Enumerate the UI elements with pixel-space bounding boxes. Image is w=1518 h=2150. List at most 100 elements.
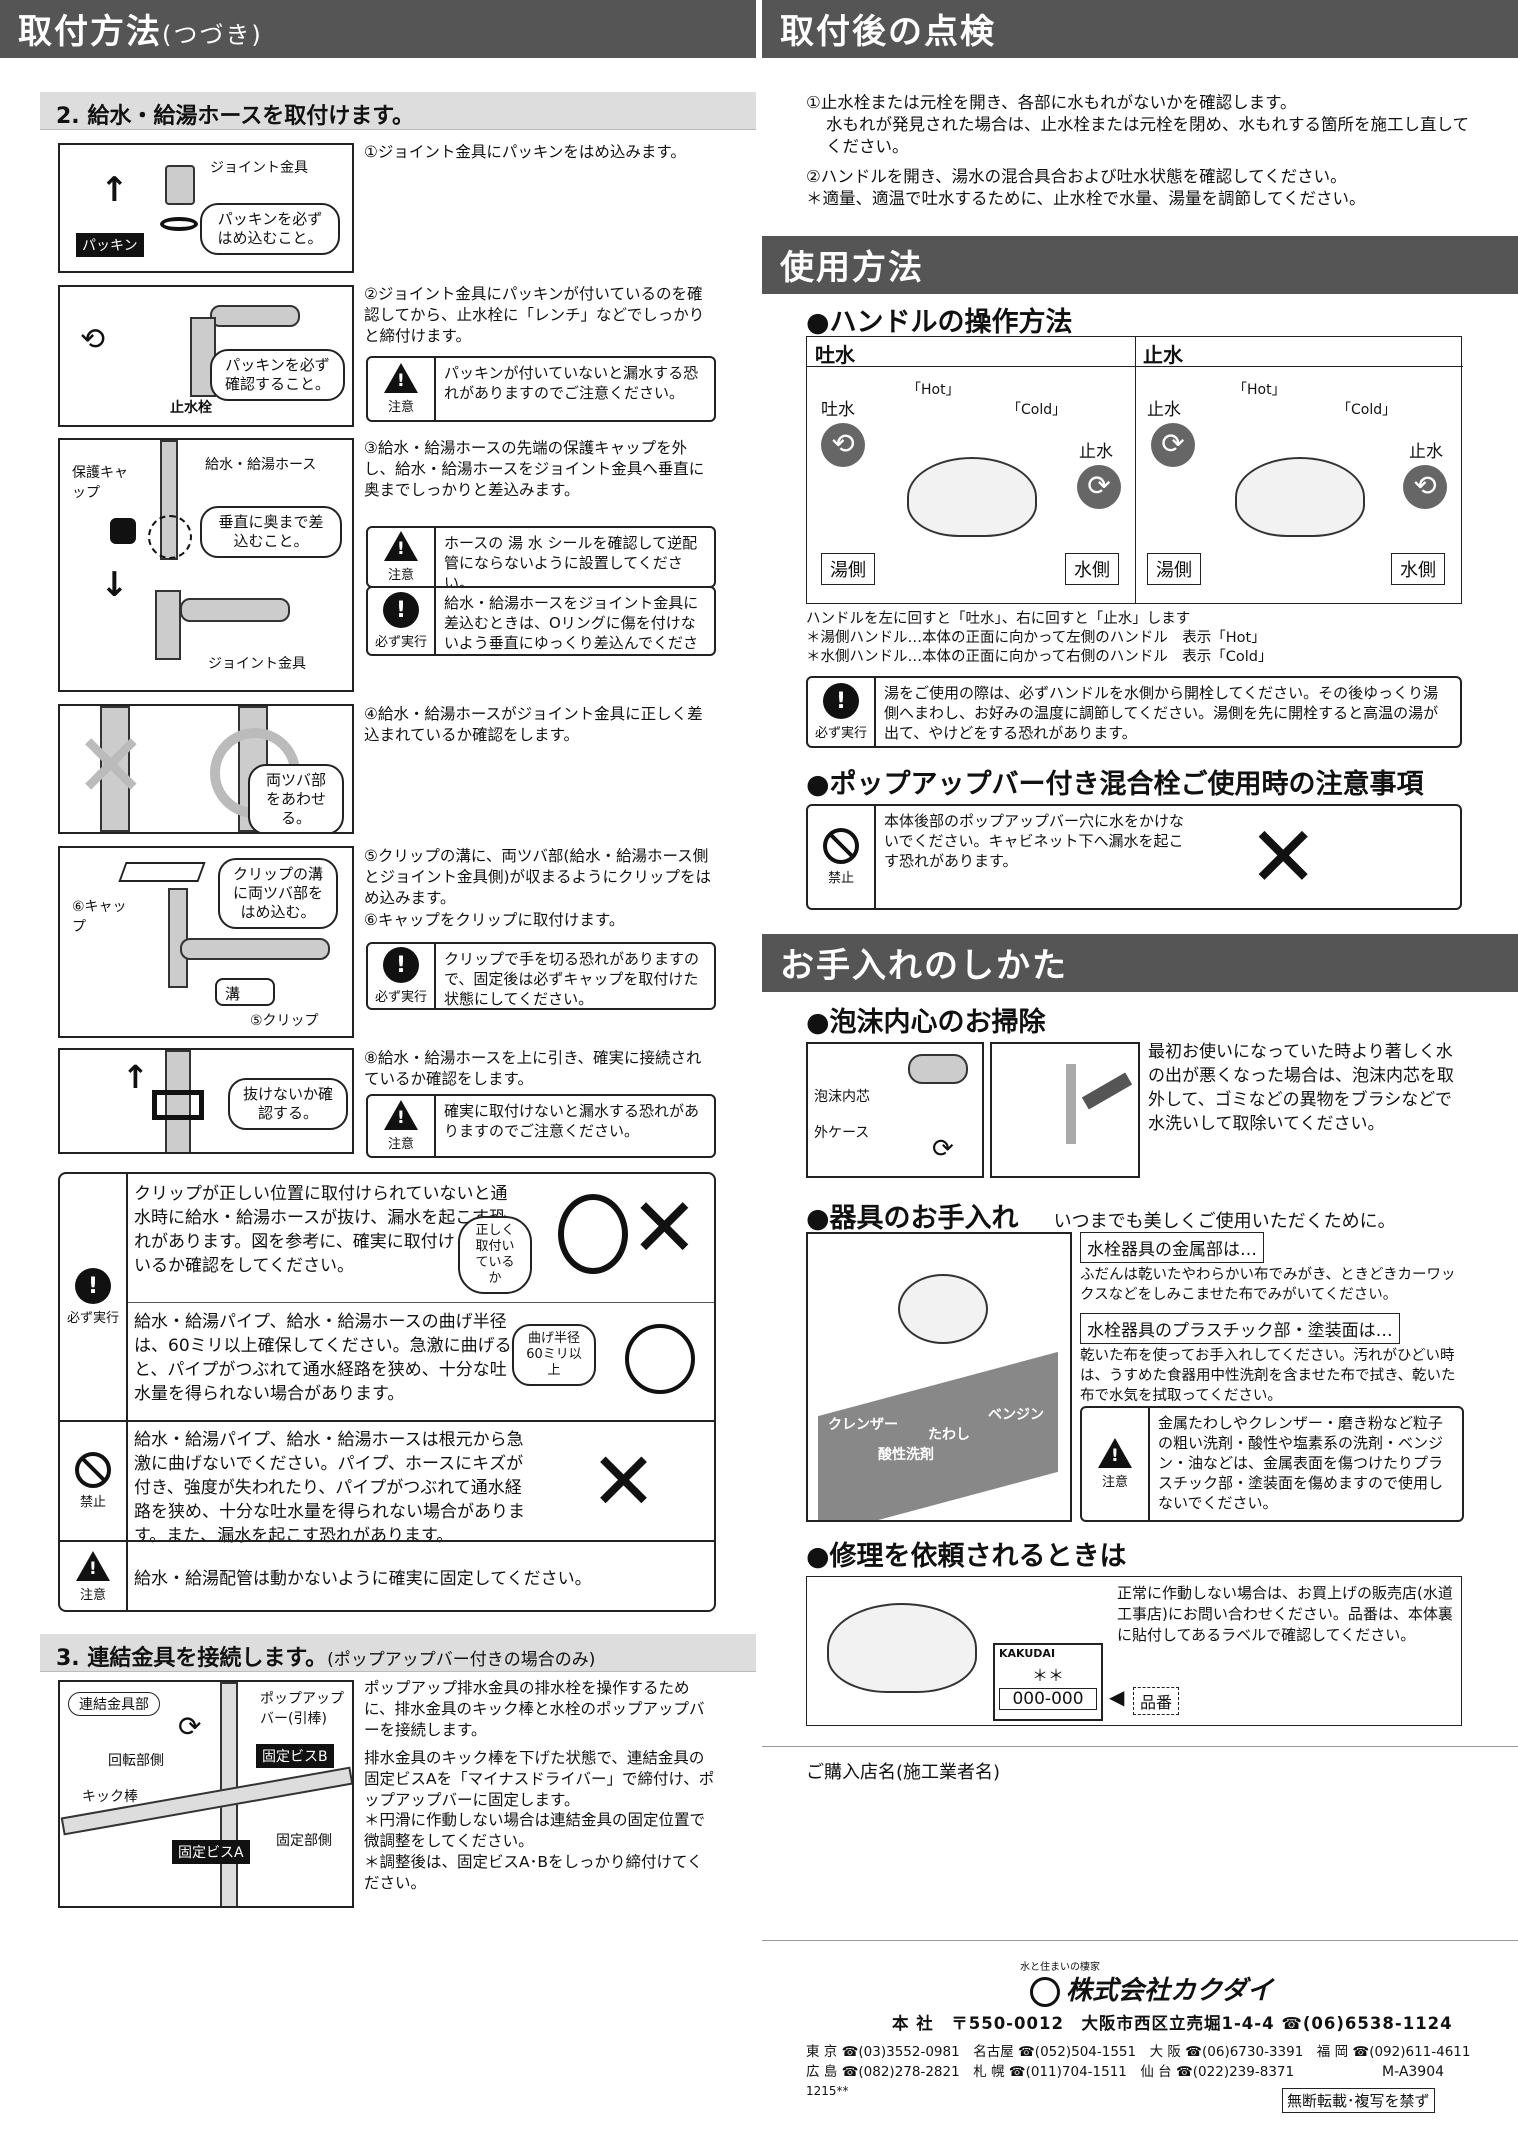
plastic-text: 乾いた布を使ってお手入れしてください。汚れがひどい時は、うすめた食器用中性洗剤を… [1080,1348,1456,1404]
label-cold: 「Cold」 [1337,402,1397,418]
note-step3b: !必ず実行 給水・給湯ホースをジョイント金具に差込むときは、Oリングに傷を付けな… [366,586,716,656]
bubble-radius: 曲げ半径60ミリ以上 [512,1324,596,1386]
branches: 東 京 ☎(03)3552-0981 名古屋 ☎(052)504-1551 大 … [806,2042,1471,2082]
label-fix: 固定部側 [276,1833,332,1849]
branches-2: 広 島 ☎(082)278-2821 札 幌 ☎(011)704-1511 仙 … [806,2064,1295,2080]
rotate-left-icon: ⟲ [1403,465,1447,509]
section3-title: 3. 連結金具を接続します。(ポップアップバー付きの場合のみ) [40,1634,756,1672]
tag-packing: パッキン [76,233,144,257]
label-part: 連結金具部 [68,1692,160,1716]
warn-text-3: 給水・給湯パイプ、給水・給湯ホースは根元から急激に曲げないでください。パイプ、ホ… [134,1430,525,1546]
fixture-title-row: ●器具のお手入れ いつまでも美しくご使用いただくために。 [806,1196,1486,1235]
check-text-3: ＊適量、適温で吐水するために、止水栓で水量、湯量を調節してください。 [806,189,1366,208]
note-text: 本体後部のポップアップバー穴に水をかけないでください。キャビネット下へ漏水を起こ… [884,812,1185,870]
bubble-flange: 両ツバ部をあわせる。 [248,764,344,832]
popup-title: ●ポップアップバー付き混合栓ご使用時の注意事項 [806,769,1424,800]
fig-step4: ✕ 両ツバ部をあわせる。 [58,704,354,834]
check-text-1: ①止水栓または元栓を開き、各部に水もれがないかを確認します。 [806,93,1297,112]
handle-title: ●ハンドルの操作方法 [806,307,1073,338]
handle-notes: ハンドルを左に回すと「吐水」、右に回すと「止水」します ＊湯側ハンドル…本体の正… [806,610,1486,667]
faucet-body [827,1603,977,1693]
handle-note-3: ＊水側ハンドル…本体の正面に向かって右側のハンドル 表示「Cold」 [806,649,1273,665]
s3-text-1: ポップアップ排水金具の排水栓を操作するために、排水金具のキック棒と水栓のポップア… [364,1679,705,1739]
plastic-heading: 水栓器具のプラスチック部・塗装面は… [1080,1313,1400,1344]
label-core: 泡沫内芯 [814,1089,870,1105]
aerator-text: 最初お使いになっていた時より著しく水の出が悪くなった場合は、泡沫内芯を取外して、… [1148,1042,1454,1134]
clip-shape [118,862,206,882]
wrong-x-icon: ✕ [590,1435,658,1528]
illus-benzine: ベンジン [988,1407,1044,1423]
label-cap: 保護キャップ [72,465,128,501]
fig-brush [990,1042,1140,1178]
faucet-character [898,1274,988,1344]
sticker-stars: ＊＊ [1031,1666,1064,1685]
bend-circle-icon [625,1324,695,1394]
aerator-title: ●泡沫内心のお掃除 [806,1007,1046,1038]
fig-fixture: クレンザー 酸性洗剤 たわし ベンジン [806,1232,1072,1522]
s3-text-2: 排水金具のキック棒を下げた状態で、連結金具の固定ビスAを「マイナスドライバー」で… [364,1749,715,1809]
handle-table: 吐水 止水 「Hot」 「Cold」 吐水 止水 ⟲ ⟳ 湯側 水側 「Hot」… [806,336,1463,604]
label-stop-cold: 止水 [1079,442,1113,462]
rotate-right-icon: ⟳ [1077,465,1121,509]
sticker-code: 000-000 [999,1688,1097,1710]
fixture-text: 水栓器具の金属部は… ふだんは乾いたやわらかい布でみがき、ときどきカーワックスな… [1080,1232,1464,1406]
label-case: 外ケース [814,1125,870,1141]
packing-ring [160,217,198,231]
water-stream [1066,1064,1076,1144]
label-bar: ポップアップバー(引棒) [260,1691,344,1727]
check-text-2: ②ハンドルを開き、湯水の混合具合および吐水状態を確認してください。 [806,167,1347,186]
hose [165,1050,191,1152]
note-text: クリップで手を切る恐れがありますので、固定後は必ずキャップを取付けた状態にしてく… [444,950,700,1008]
correct-o-icon [558,1194,628,1274]
caution-icon [384,531,418,561]
label-groove: 溝 [215,978,275,1006]
bubble-clip: クリップの溝に両ツバ部をはめ込む。 [218,858,338,929]
note-step3a: 注意 ホースの 湯 水 シールを確認して逆配管にならないように設置してください。 [366,526,716,588]
label-hose: 給水・給湯ホース [205,457,317,473]
note-step8: 注意 確実に取付けないと漏水する恐れがありますのでご注意ください。 [366,1094,716,1158]
caution-icon [76,1551,110,1581]
fixture-title: ●器具のお手入れ [806,1203,1019,1234]
label-valve: 止水栓 [170,400,212,416]
note-label: 注意 [387,400,414,415]
warn-text-2: 給水・給湯パイプ、給水・給湯ホースの曲げ半径は、60ミリ以上確保してください。急… [134,1312,512,1404]
note-step5: !必ず実行 クリップで手を切る恐れがありますので、固定後は必ずキャップを取付けた… [366,942,716,1010]
step2-text: ②ジョイント金具にパッキンが付いているのを確認してから、止水栓に「レンチ」などで… [364,285,705,345]
must-icon: ! [383,592,419,628]
step1-text: ①ジョイント金具にパッキンをはめ込みます。 [364,143,686,161]
step6-text: ⑥キャップをクリップに取付けます。 [364,911,625,929]
label-screwA: 固定ビスA [172,1840,250,1864]
warn-text-1: クリップが正しい位置に取付けられていないと通水時に給水・給湯ホースが抜け、漏水を… [134,1184,508,1276]
col-spout: 吐水 [815,343,855,367]
check-header: 取付後の点検 [762,0,1518,58]
copyright-notice: 無断転載･複写を禁ず [1282,2088,1435,2113]
section2-title: 2. 給水・給湯ホースを取付けます。 [40,92,756,130]
label-cap: ⑥キャップ [72,899,127,935]
hinban-label: 品番 [1133,1687,1180,1715]
caution-icon [384,363,418,393]
faucet-body [907,457,1037,537]
bubble-correct: 正しく取付いているか [458,1216,532,1294]
hose-wrong [100,706,130,832]
label-hot: 「Hot」 [907,382,960,398]
label-hot: 「Hot」 [1233,382,1286,398]
label-joint: ジョイント金具 [208,656,306,672]
bubble-check: パッキンを必ず確認すること。 [210,349,345,401]
must-icon: ! [823,683,859,719]
arrow-up-icon: ↑ [100,170,129,210]
fig-step1: ジョイント金具 ↑ パッキンを必ずはめ込むこと。 パッキン [58,143,354,273]
wrong-x-icon: ✕ [630,1181,699,1276]
handle-note-2: ＊湯側ハンドル…本体の正面に向かって左側のハンドル 表示「Hot」 [806,630,1266,646]
handle-note-1: ハンドルを左に回すと「吐水」、右に回すと「止水」します [806,611,1191,627]
label-joint: ジョイント金具 [210,160,308,176]
care-header: お手入れのしかた [762,934,1518,992]
spout-shape [908,1054,968,1084]
fig-section3: 連結金具部 ポップアップバー(引棒) ⟳ 回転部側 固定ビスB キック棒 固定部… [58,1680,354,1908]
print-code: 1215** [806,2084,849,2098]
s3-text-3: ＊円滑に作動しない場合は連結金具の固定位置で微調整をしてください。 [364,1811,706,1850]
joint-fitting [165,165,195,205]
arrow-up-icon: ↑ [122,1058,149,1096]
prohibit-cell: 禁止 [60,1422,128,1540]
metal-heading: 水栓器具の金属部は… [1080,1232,1264,1263]
note-text: 給水・給湯ホースをジョイント金具に差込むときは、Oリングに傷を付けないよう垂直に… [444,594,699,652]
